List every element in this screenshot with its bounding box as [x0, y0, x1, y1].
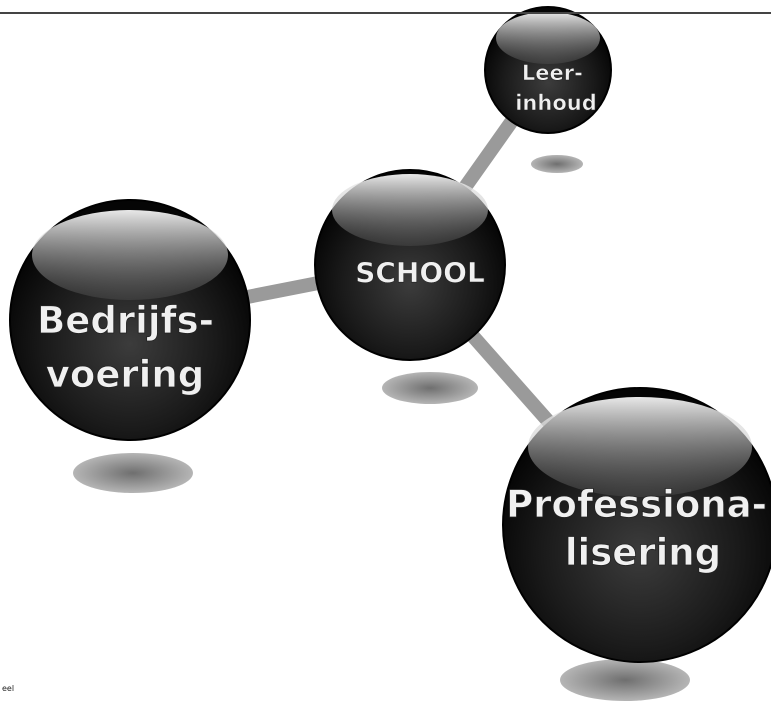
- svg-text:SCHOOL: SCHOOL: [355, 256, 485, 289]
- shadow-bedrijfsvoering: [73, 453, 193, 493]
- footer-fragment: eel: [2, 684, 15, 693]
- svg-text:Professiona- lisering: Professiona- lisering: [506, 483, 771, 574]
- node-label-line: Leer-: [522, 61, 583, 85]
- shadow-school: [382, 372, 478, 404]
- shadows: [73, 155, 690, 701]
- sphere-school: SCHOOL: [314, 169, 506, 361]
- node-label-line: Bedrijfs-: [37, 299, 214, 342]
- node-label-line: inhoud: [515, 91, 597, 115]
- top-border-line: [0, 12, 771, 14]
- node-label-line: voering: [46, 353, 204, 396]
- node-label-line: SCHOOL: [355, 256, 485, 289]
- shadow-leerinhoud: [531, 155, 583, 173]
- svg-text:Leer- inhoud: Leer- inhoud: [515, 61, 597, 115]
- node-label-line: lisering: [565, 531, 721, 574]
- svg-text:Bedrijfs- voering: Bedrijfs- voering: [37, 299, 227, 396]
- node-label-line: Professiona-: [506, 483, 767, 526]
- shadow-professionalisering: [560, 659, 690, 701]
- sphere-professionalisering: Professiona- lisering: [502, 387, 771, 663]
- sphere-leerinhoud: Leer- inhoud: [484, 6, 612, 134]
- sphere-bedrijfsvoering: Bedrijfs- voering: [9, 199, 251, 441]
